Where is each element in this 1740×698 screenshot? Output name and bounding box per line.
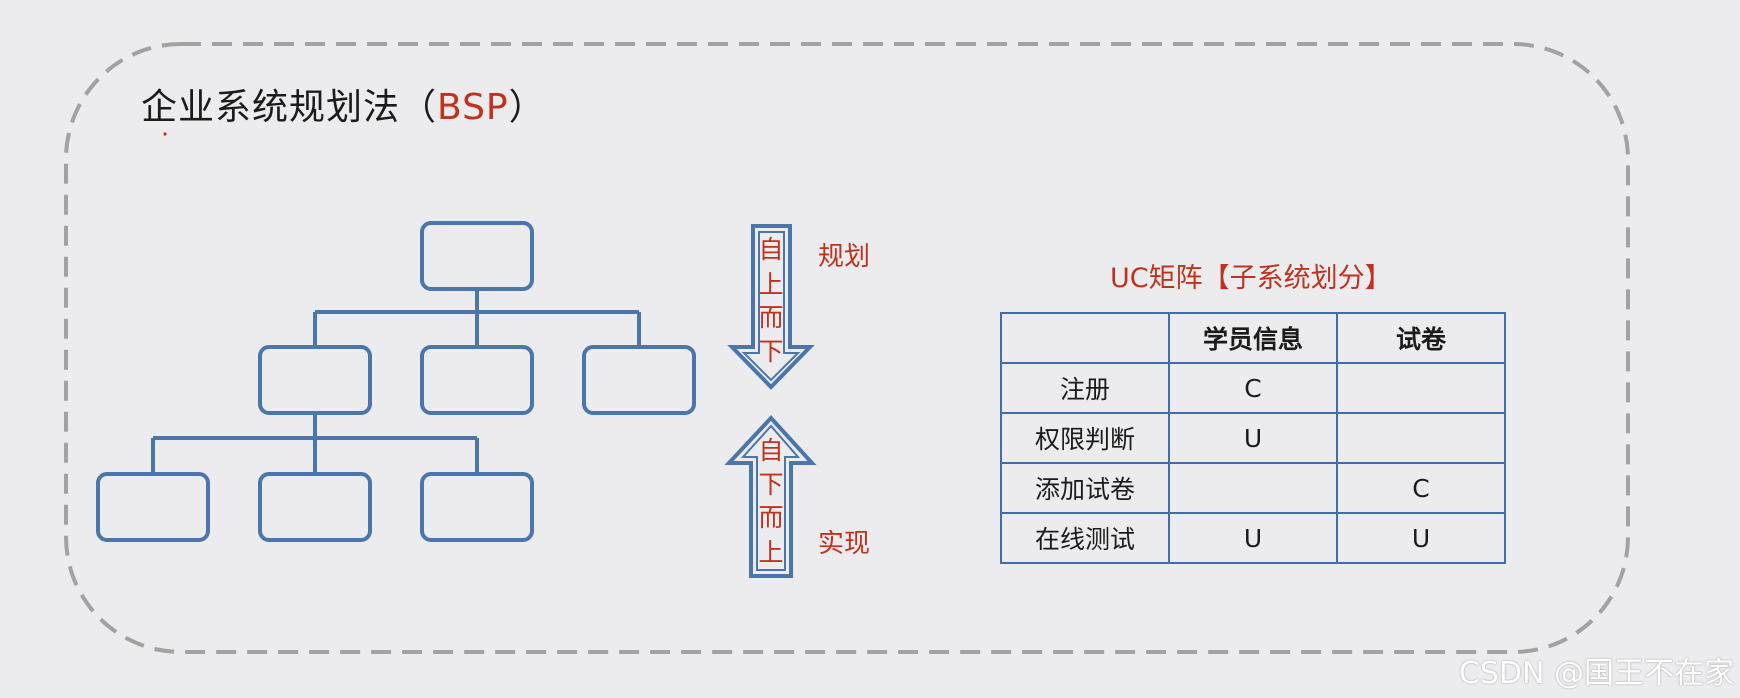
tree-node-box (258, 472, 372, 542)
dashed-frame (64, 42, 1630, 654)
uc-matrix-table: 学员信息 试卷 注册 C 权限判断 U 添加试卷 C 在线测试 U U (1000, 312, 1506, 564)
implement-label: 实现 (818, 529, 871, 559)
table-cell: C (1168, 362, 1338, 414)
down-arrow-char: 上 (758, 270, 783, 299)
down-arrow-char: 而 (758, 303, 783, 332)
table-header-cell: 试卷 (1336, 312, 1506, 364)
uc-matrix-title: UC矩阵【子系统划分】 (1110, 263, 1392, 294)
title-accent: BSP (437, 87, 509, 128)
table-cell: U (1168, 412, 1338, 464)
table-row: 添加试卷 C (1000, 462, 1506, 514)
tree-node-box (420, 345, 534, 415)
up-arrow-char: 而 (758, 503, 783, 532)
table-row: 注册 C (1000, 362, 1506, 414)
row-label: 注册 (1000, 362, 1170, 414)
page-title: 企业系统规划法（BSP） (141, 78, 546, 130)
row-label: 权限判断 (1000, 412, 1170, 464)
down-arrow-char: 自 (758, 235, 783, 264)
table-row: 在线测试 U U (1000, 512, 1506, 564)
table-cell: U (1168, 512, 1338, 564)
table-cell: C (1336, 462, 1506, 514)
tree-node-box (582, 345, 696, 415)
table-cell (1168, 462, 1338, 514)
tree-node-box (96, 472, 210, 542)
table-row: 权限判断 U (1000, 412, 1506, 464)
title-close: ） (508, 87, 546, 128)
plan-label: 规划 (818, 242, 871, 272)
up-arrow-char: 上 (758, 538, 783, 567)
down-arrow-shape (727, 224, 815, 390)
up-arrow-shape (724, 415, 817, 578)
table-cell (1336, 362, 1506, 414)
table-cell: U (1336, 512, 1506, 564)
tree-node-box (420, 472, 534, 542)
hierarchy-tree (96, 221, 696, 542)
down-arrow-char: 下 (758, 337, 783, 366)
table-header-cell: 学员信息 (1168, 312, 1338, 364)
up-arrow-text: 自 下 而 上 (758, 436, 783, 567)
tree-node-box (420, 221, 534, 291)
table-header-cell (1000, 312, 1170, 364)
up-arrow-char: 下 (758, 470, 783, 499)
red-dot (163, 132, 167, 136)
tree-node-box (258, 345, 372, 415)
down-arrow-text: 自 上 而 下 (758, 235, 783, 366)
table-cell (1336, 412, 1506, 464)
row-label: 在线测试 (1000, 512, 1170, 564)
watermark: CSDN @国王不在家 (1458, 656, 1734, 691)
table-header-row: 学员信息 试卷 (1000, 312, 1506, 364)
title-main: 企业系统规划法（ (141, 87, 438, 128)
row-label: 添加试卷 (1000, 462, 1170, 514)
up-arrow-char: 自 (758, 436, 783, 465)
